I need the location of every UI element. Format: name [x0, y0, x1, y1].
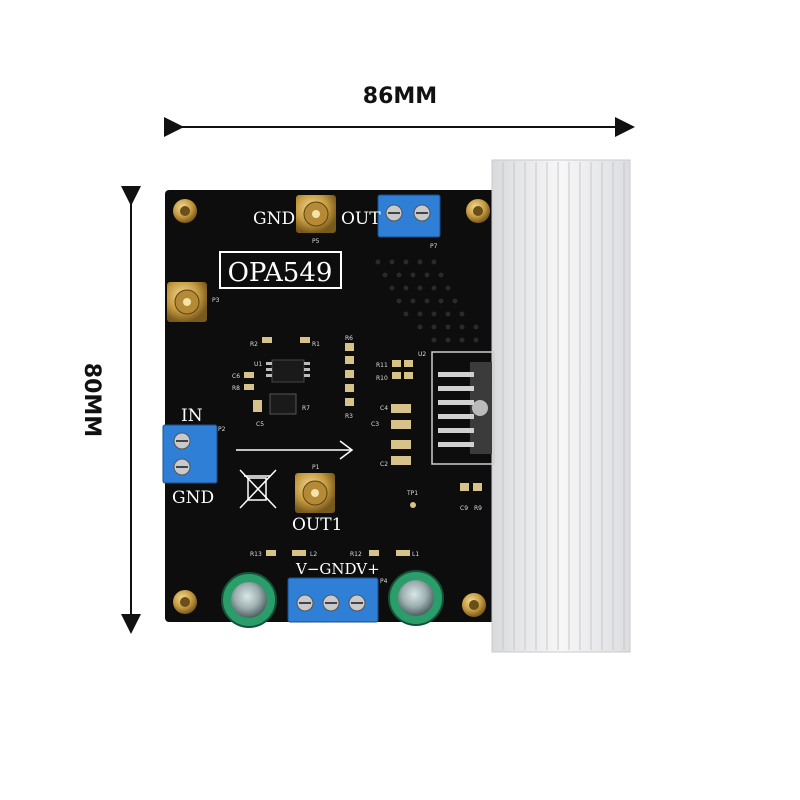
mounting-screw-icon	[173, 199, 490, 617]
smd-components	[244, 337, 482, 556]
designator-tp1: TP1	[406, 490, 418, 497]
test-point-tp1	[410, 502, 416, 508]
sma-connector-p5	[296, 195, 336, 233]
designator-r7: R7	[302, 405, 310, 412]
gnd-top-label: GND	[253, 209, 295, 229]
designator-l2: L2	[310, 551, 317, 558]
out-top-label: OUT	[341, 209, 381, 229]
terminal-block-out	[377, 194, 441, 238]
terminal-block-in	[162, 424, 218, 484]
designator-p4: P4	[380, 578, 388, 585]
pcb	[165, 190, 495, 622]
chip-label: OPA549	[228, 258, 333, 288]
electrolytic-capacitor-left	[221, 572, 277, 628]
designator-r8: R8	[232, 385, 240, 392]
transistor-r7	[269, 393, 297, 415]
weee-bin-icon	[239, 469, 277, 509]
designator-c3: C3	[371, 421, 379, 428]
designator-c9: C9	[460, 505, 468, 512]
sma-connector-p3	[167, 282, 207, 322]
terminal-block-power	[287, 577, 379, 623]
sma-connector-p1	[295, 473, 335, 513]
designator-p5: P5	[312, 238, 320, 245]
designator-c4: C4	[380, 405, 388, 412]
designator-p2: P2	[218, 426, 226, 433]
designator-u2: U2	[418, 351, 426, 358]
designator-c6: C6	[232, 373, 240, 380]
designator-c5: C5	[256, 421, 264, 428]
designator-r1: R1	[312, 341, 320, 348]
heatsink-fins	[502, 162, 625, 650]
designator-r13: R13	[250, 551, 262, 558]
designator-r10: R10	[376, 375, 388, 382]
designator-p7: P7	[430, 243, 438, 250]
ic-u2-opa549	[431, 351, 495, 465]
input-gnd-label: GND	[172, 488, 214, 508]
designator-r9: R9	[474, 505, 482, 512]
input-label: IN	[181, 406, 203, 426]
heatsink	[491, 159, 631, 653]
via-pattern	[375, 259, 479, 343]
designator-r2: R2	[250, 341, 258, 348]
designator-u1: U1	[254, 361, 262, 368]
designator-p3: P3	[212, 297, 220, 304]
ic-u1	[266, 359, 310, 383]
electrolytic-capacitor-right	[388, 570, 444, 626]
designator-r3: R3	[345, 413, 353, 420]
designator-c2: C2	[380, 461, 388, 468]
designator-r12: R12	[350, 551, 362, 558]
designator-l1: L1	[412, 551, 419, 558]
power-label: V−GNDV+	[295, 560, 380, 578]
chip-label-box	[219, 251, 342, 289]
signal-flow-arrowhead	[339, 440, 354, 460]
designator-p1: P1	[312, 464, 320, 471]
output-label: OUT1	[292, 515, 342, 535]
width-dimension-label: 86MM	[362, 84, 438, 109]
designator-r11: R11	[376, 362, 388, 369]
designator-r6: R6	[345, 335, 353, 342]
